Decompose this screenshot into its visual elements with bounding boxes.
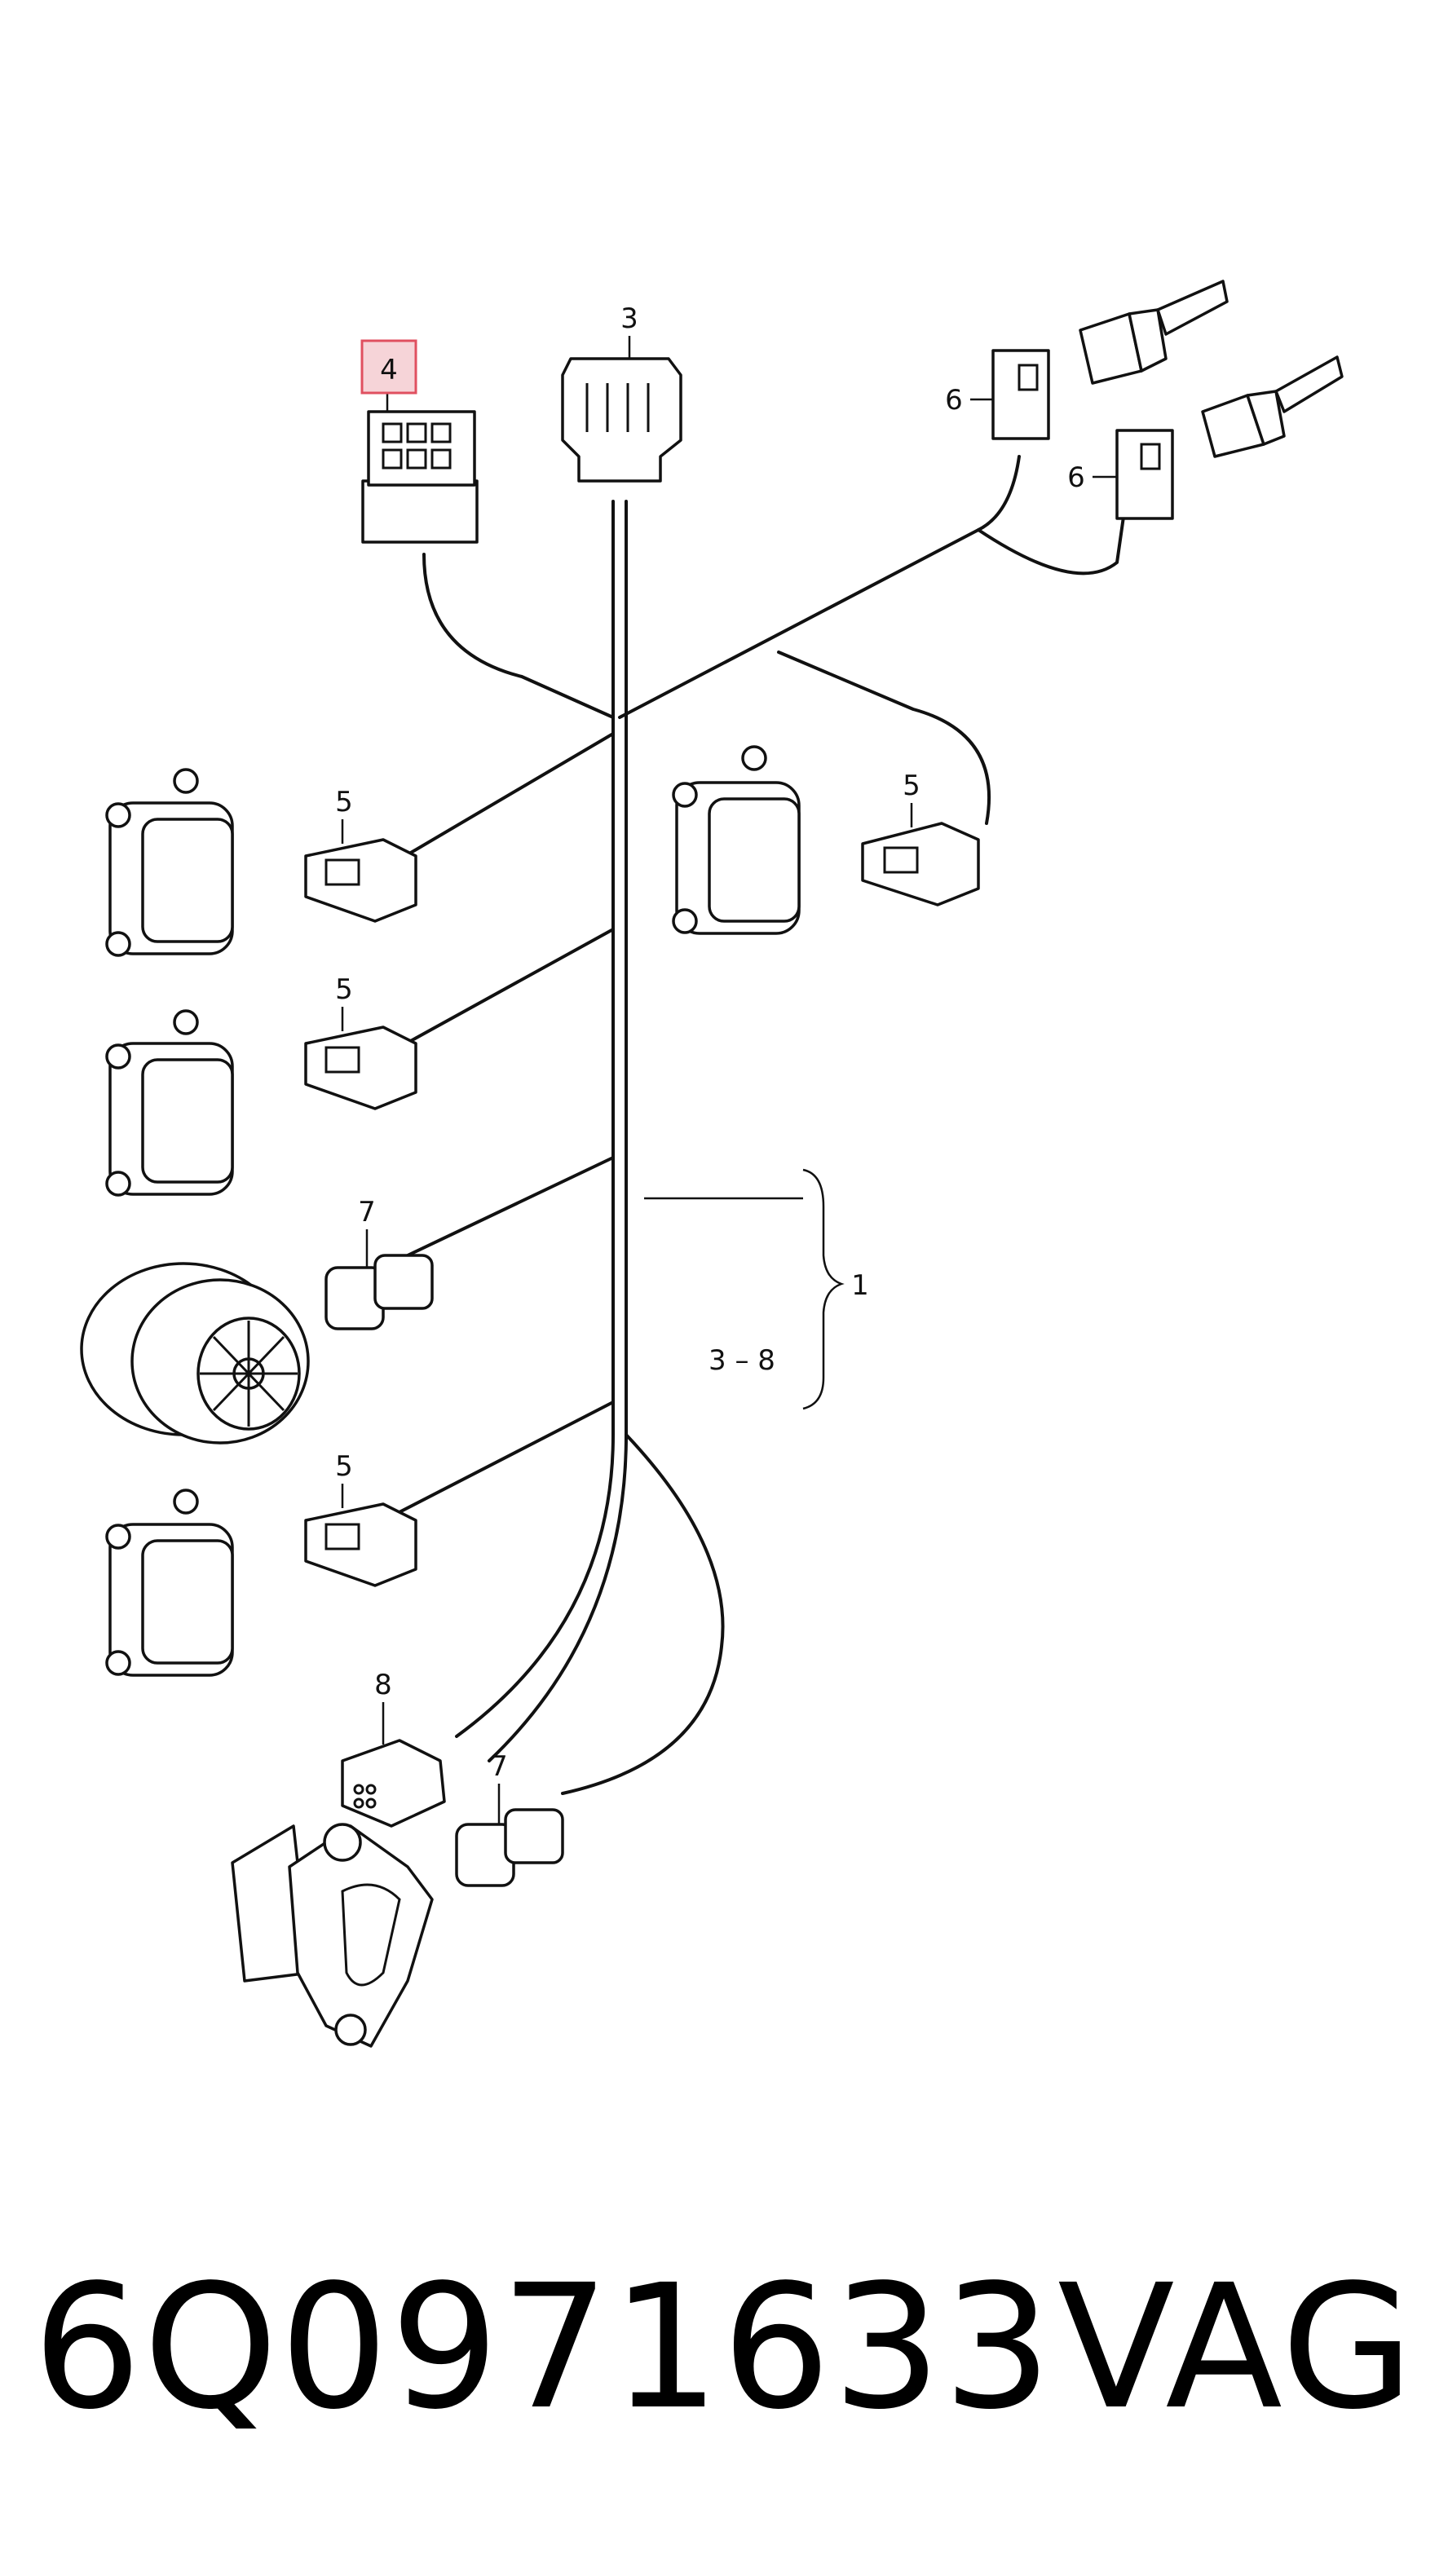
servo-motor-2 [105,1009,234,1197]
part-number: 6Q0971633 [33,2247,1054,2447]
callout-labels: 3 4 6 6 5 5 5 5 7 7 8 1 3 – 8 [335,302,1085,1783]
callout-3: 3 [620,302,638,335]
connector-6-upper [970,349,1050,440]
actuator [231,1823,434,2048]
callout-5b: 5 [335,973,353,1006]
callout-4: 4 [380,354,398,386]
temperature-sensor-upper [1079,280,1229,385]
callout-range-3-8: 3 – 8 [709,1344,775,1377]
connector-8 [341,1702,446,1828]
callout-8: 8 [374,1669,392,1701]
callout-1: 1 [851,1269,869,1302]
temperature-sensor-lower [1201,355,1344,458]
connector-7a [324,1229,434,1330]
callout-7b: 7 [490,1750,508,1783]
footer: 6Q0971633 VAG [0,2234,1448,2478]
brand-label: VAG [1057,2247,1415,2447]
callout-5d: 5 [903,770,920,802]
connector-5b [304,1007,417,1110]
harness-wires [390,455,1127,1795]
connector-5a [304,819,417,923]
servo-motor-4 [672,745,801,935]
callout-5a: 5 [335,786,353,818]
callout-7a: 7 [358,1196,376,1228]
servo-motor-3 [105,1489,234,1677]
callout-4-highlight [360,339,417,395]
callout-6-upper: 6 [945,384,963,417]
blower-fan [80,1262,310,1445]
servo-motor-1 [105,768,234,957]
connector-7b [455,1784,564,1887]
connector-6-lower [1093,429,1174,520]
connector-5c [304,1484,417,1587]
callout-6-lower: 6 [1067,461,1085,494]
group-brace [802,1168,845,1410]
connector-4 [361,390,479,544]
connector-3 [561,336,682,483]
callout-5c: 5 [335,1450,353,1483]
wiring-harness-diagram: 3 4 6 6 5 5 5 5 7 7 8 1 3 – 8 [80,280,1344,2048]
connector-5d [861,803,980,906]
